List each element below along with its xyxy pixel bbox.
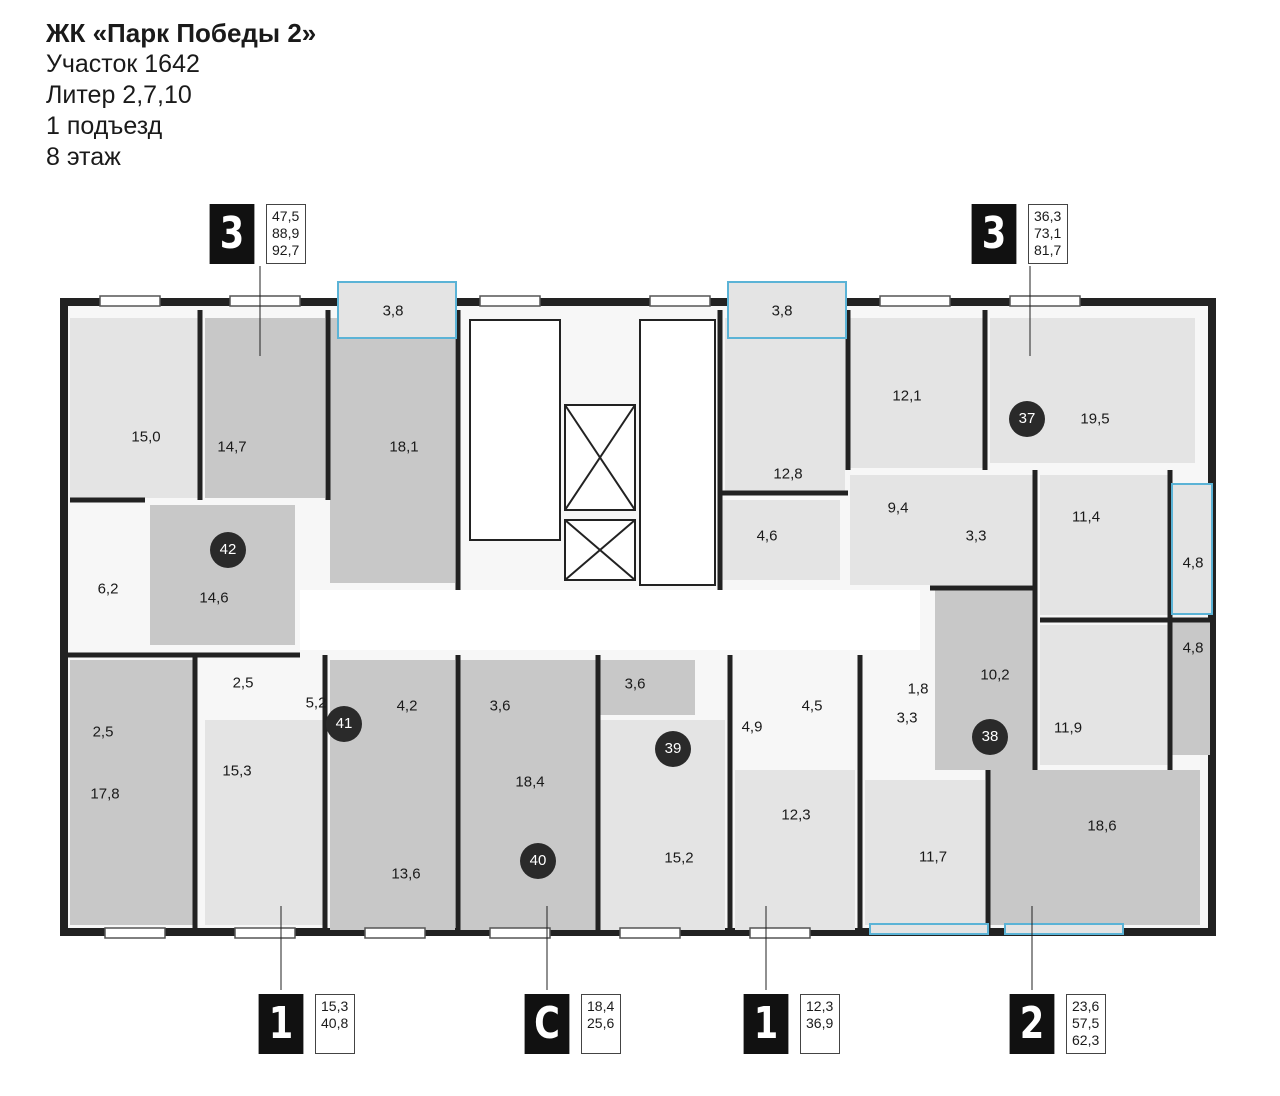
- area-with-balcony: 92,7: [272, 242, 300, 258]
- room-area: 2,5: [232, 674, 254, 692]
- room-fills: [70, 318, 1195, 930]
- room-area: 18,4: [515, 773, 545, 791]
- room-area: 3,6: [624, 675, 646, 693]
- room-area: 12,3: [781, 806, 811, 824]
- room-area: 11,9: [1053, 719, 1083, 737]
- living-area: 36,3: [1034, 208, 1062, 224]
- area-values: 15,3 40,8: [315, 994, 356, 1054]
- floor-number: 8 этаж: [46, 143, 121, 171]
- room-area: 4,5: [801, 697, 823, 715]
- total-area: 36,9: [806, 1015, 834, 1031]
- area-values: 36,3 73,1 81,7: [1028, 204, 1069, 264]
- entrance-number: 1 подъезд: [46, 112, 163, 140]
- liter-number: Литер 2,7,10: [46, 81, 192, 109]
- core: [469, 319, 716, 586]
- room-area: 4,8: [1182, 639, 1204, 657]
- room-area: 12,1: [892, 387, 922, 405]
- apartment-number[interactable]: 41: [326, 706, 362, 742]
- area-values: 18,4 25,6: [581, 994, 622, 1054]
- area-values: 23,6 57,5 62,3: [1066, 994, 1107, 1054]
- room-area: 4,8: [1182, 554, 1204, 572]
- apartment-number[interactable]: 40: [520, 843, 556, 879]
- room-count: 1: [743, 994, 789, 1054]
- room-count: С: [524, 994, 570, 1054]
- room-area: 18,1: [389, 438, 419, 456]
- windows: [99, 295, 1081, 939]
- apartment-number[interactable]: 37: [1009, 401, 1045, 437]
- room-area: 15,3: [222, 762, 252, 780]
- living-area: 47,5: [272, 208, 300, 224]
- area-with-balcony: 81,7: [1034, 242, 1062, 258]
- total-area: 57,5: [1072, 1015, 1100, 1031]
- living-area: 15,3: [321, 998, 349, 1014]
- living-area: 12,3: [806, 998, 834, 1014]
- room-area: 11,7: [918, 848, 948, 866]
- area-values: 12,3 36,9: [800, 994, 841, 1054]
- balconies: [337, 281, 1213, 935]
- room-area: 3,6: [489, 697, 511, 715]
- total-area: 73,1: [1034, 225, 1062, 241]
- area-values: 47,5 88,9 92,7: [266, 204, 307, 264]
- complex-title: ЖК «Парк Победы 2»: [46, 18, 317, 48]
- room-area: 3,3: [896, 709, 918, 727]
- room-area: 19,5: [1080, 410, 1110, 428]
- room-area: 10,2: [980, 666, 1010, 684]
- plan-header: ЖК «Парк Победы 2» Участок 1642 Литер 2,…: [46, 18, 646, 173]
- room-area: 13,6: [391, 865, 421, 883]
- room-count: 3: [971, 204, 1017, 264]
- room-area: 18,6: [1087, 817, 1117, 835]
- total-area: 25,6: [587, 1015, 615, 1031]
- room-area: 9,4: [887, 499, 909, 517]
- room-area: 17,8: [90, 785, 120, 803]
- apartment-fills: [70, 318, 1210, 930]
- room-area: 4,6: [756, 527, 778, 545]
- room-area: 12,8: [773, 465, 803, 483]
- plot-number: Участок 1642: [46, 50, 200, 78]
- room-area: 15,0: [131, 428, 161, 446]
- area-with-balcony: 62,3: [1072, 1032, 1100, 1048]
- room-area: 15,2: [664, 849, 694, 867]
- living-area: 18,4: [587, 998, 615, 1014]
- apartment-number[interactable]: 42: [210, 532, 246, 568]
- room-area: 4,2: [396, 697, 418, 715]
- room-area: 2,5: [92, 723, 114, 741]
- room-area: 4,9: [741, 718, 763, 736]
- apartment-number[interactable]: 39: [655, 731, 691, 767]
- total-area: 88,9: [272, 225, 300, 241]
- room-count: 3: [209, 204, 255, 264]
- room-area: 1,8: [907, 680, 929, 698]
- living-area: 23,6: [1072, 998, 1100, 1014]
- room-area: 3,3: [965, 527, 987, 545]
- apartment-number[interactable]: 38: [972, 719, 1008, 755]
- leader-lines: [259, 266, 1033, 990]
- room-count: 1: [258, 994, 304, 1054]
- room-area: 11,4: [1071, 508, 1101, 526]
- room-area: 14,6: [199, 589, 229, 607]
- total-area: 40,8: [321, 1015, 349, 1031]
- room-area: 3,8: [382, 302, 404, 320]
- room-count: 2: [1009, 994, 1055, 1054]
- corridor: [300, 590, 920, 650]
- room-area: 14,7: [217, 438, 247, 456]
- room-area: 6,2: [97, 580, 119, 598]
- room-area: 5,2: [305, 694, 327, 712]
- interior-walls: [64, 310, 1210, 930]
- room-area: 3,8: [771, 302, 793, 320]
